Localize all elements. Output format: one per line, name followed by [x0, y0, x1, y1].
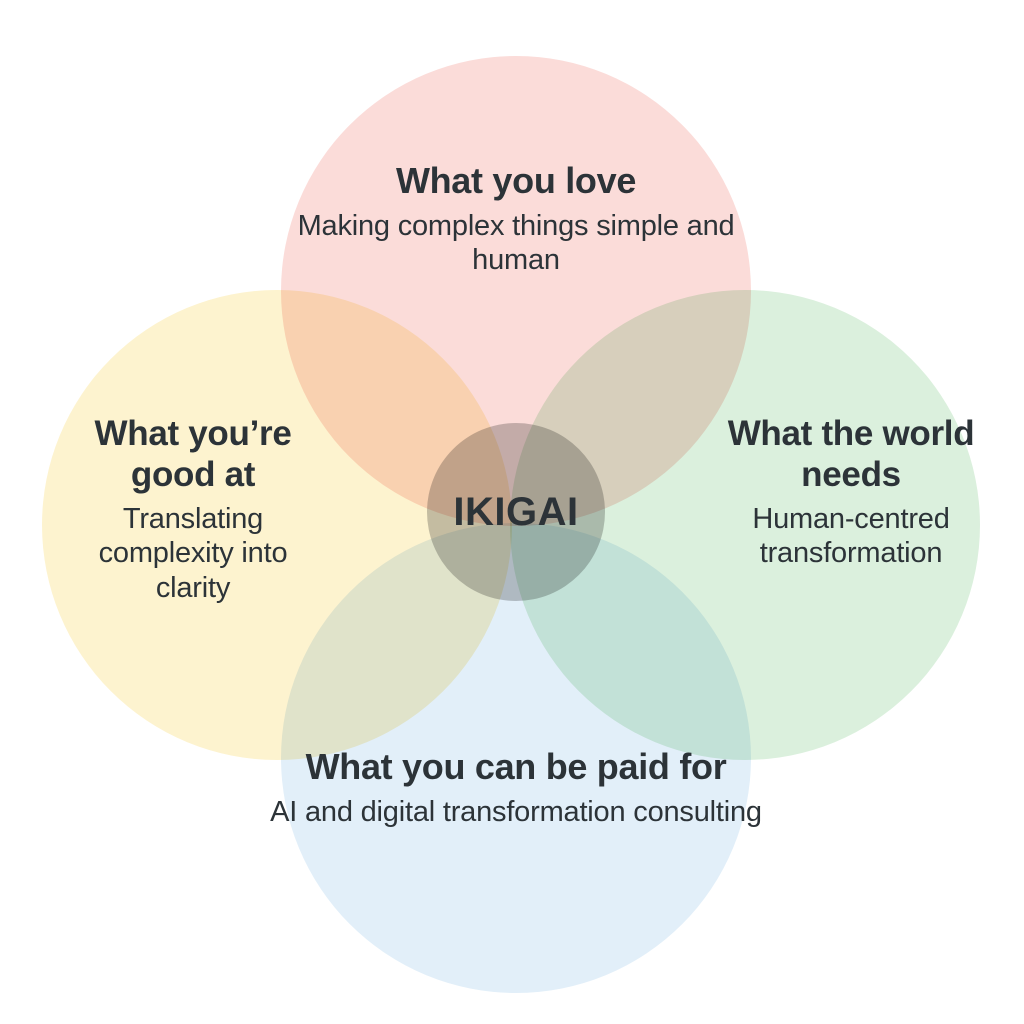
- quadrant-title-love: What you love: [395, 160, 637, 201]
- quadrant-title-paid-for: What you can be paid for: [305, 746, 727, 787]
- center-label-ikigai: IKIGAI: [427, 423, 605, 601]
- quadrant-subtitle-paid-for: AI and digital transformation consulting: [270, 795, 762, 828]
- quadrant-subtitle-love: Making complex things simple and human: [297, 209, 735, 276]
- quadrant-title-world-needs: What the world needs: [727, 414, 975, 494]
- venn-center-circle: [427, 423, 605, 601]
- quadrant-label-love: What you love Making complex things simp…: [266, 160, 766, 277]
- quadrant-subtitle-world-needs: Human-centred transformation: [752, 503, 950, 570]
- venn-circle-paid-for: [281, 523, 751, 993]
- quadrant-label-world-needs: What the world needs Human-centred trans…: [726, 414, 976, 571]
- center-label-text: IKIGAI: [453, 489, 579, 534]
- quadrant-label-paid-for: What you can be paid for AI and digital …: [266, 746, 766, 829]
- quadrant-title-good-at: What you’re good at: [94, 414, 292, 494]
- quadrant-subtitle-good-at: Translating complexity into clarity: [98, 503, 288, 604]
- quadrant-label-good-at: What you’re good at Translating complexi…: [68, 414, 318, 605]
